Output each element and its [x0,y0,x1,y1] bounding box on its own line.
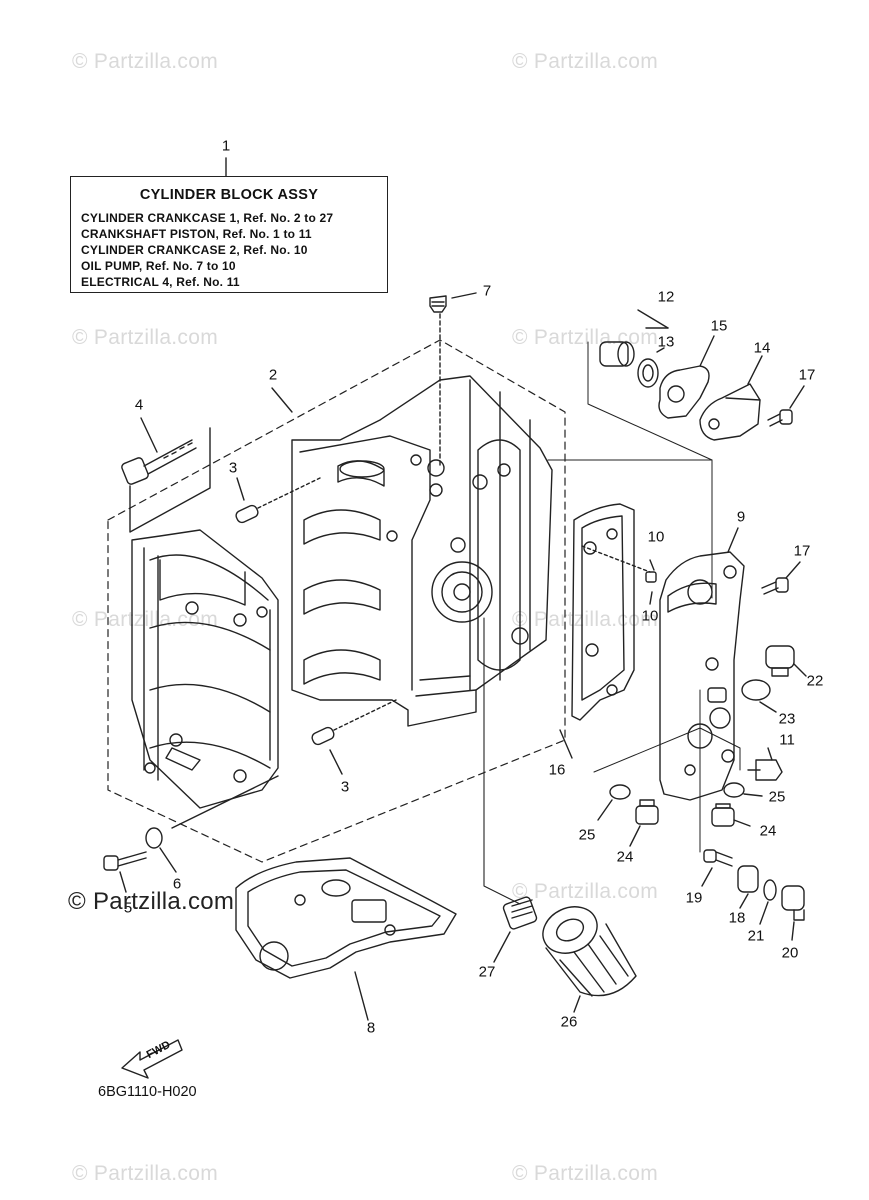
callout-3: 3 [228,459,238,477]
callout-1: 1 [221,137,231,155]
bolt-part [767,409,793,427]
callout-26: 26 [560,1013,578,1031]
callout-7: 7 [482,282,492,300]
callout-17: 17 [798,366,816,384]
callout-17: 17 [793,542,811,560]
callout-25: 25 [578,826,596,844]
dowel-pin [311,699,397,746]
callout-8: 8 [366,1019,376,1037]
watermark-dark: © Partzilla.com [68,888,235,915]
info-box-line: CYLINDER CRANKCASE 1, Ref. No. 2 to 27 [81,211,334,225]
watermark: © Partzilla.com [72,50,219,73]
watermark: © Partzilla.com [512,1162,659,1185]
callout-22: 22 [806,672,824,690]
info-box-line: ELECTRICAL 4, Ref. No. 11 [81,275,240,289]
callout-19: 19 [685,889,703,907]
thermostat-cover-part [699,383,761,441]
plug-part [635,799,659,825]
bolt-part [761,577,789,595]
gasket-part [571,503,635,721]
callout-6: 6 [172,875,182,893]
bolt-part [121,427,211,533]
bolt-part [103,851,147,871]
info-box-line: CYLINDER CRANKCASE 2, Ref. No. 10 [81,243,308,257]
watermark: © Partzilla.com [512,608,659,631]
watermark: © Partzilla.com [512,50,659,73]
oil-pump-part [659,551,745,801]
callout-13: 13 [657,333,675,351]
diagram-code: 6BG1110-H020 [98,1084,197,1100]
callout-24: 24 [616,848,634,866]
callout-2: 2 [268,366,278,384]
callout-21: 21 [747,927,765,945]
callout-5: 5 [123,899,133,917]
callout-27: 27 [478,963,496,981]
callout-12: 12 [657,288,675,306]
callout-11: 11 [779,731,795,749]
watermark: © Partzilla.com [512,880,659,903]
bolt-part [703,849,733,867]
thermostat-gasket-part [658,365,710,419]
plug-part [781,885,805,921]
bottom-gasket-part [235,857,457,979]
crankcase-block-part [291,375,553,727]
callout-25: 25 [768,788,786,806]
spacer-part [737,865,759,893]
callout-14: 14 [753,339,771,357]
callout-16: 16 [548,761,566,779]
dowel-pin [235,477,321,524]
callout-9: 9 [736,508,746,526]
callout-10: 10 [641,607,659,625]
info-box-line: OIL PUMP, Ref. No. 7 to 10 [81,259,236,273]
o-ring-part [637,358,659,388]
thermostat-cap-part [599,341,635,367]
fwd-arrow-icon [121,1039,183,1079]
watermark: © Partzilla.com [512,326,659,349]
callout-24: 24 [759,822,777,840]
callout-10: 10 [647,528,665,546]
fitting-part [502,896,538,930]
callout-18: 18 [728,909,746,927]
callout-23: 23 [778,710,796,728]
info-box-line: CRANKSHAFT PISTON, Ref. No. 1 to 11 [81,227,312,241]
watermark: © Partzilla.com [72,1162,219,1185]
watermark: © Partzilla.com [72,326,219,349]
info-box-title: CYLINDER BLOCK ASSY [139,187,319,203]
sender-part [747,759,783,781]
watermark: © Partzilla.com [72,608,219,631]
info-box: CYLINDER BLOCK ASSY CYLINDER CRANKCASE 1… [70,176,388,293]
plug-part [429,295,447,313]
plug-part [711,803,735,827]
callout-3: 3 [340,778,350,796]
oil-filter-part [542,906,637,997]
callout-20: 20 [781,944,799,962]
drain-plug-part [765,645,795,677]
callout-4: 4 [134,396,144,414]
assembly-dashed-outline [107,339,566,863]
callout-15: 15 [710,317,728,335]
crankcase-cover-part [131,529,279,809]
